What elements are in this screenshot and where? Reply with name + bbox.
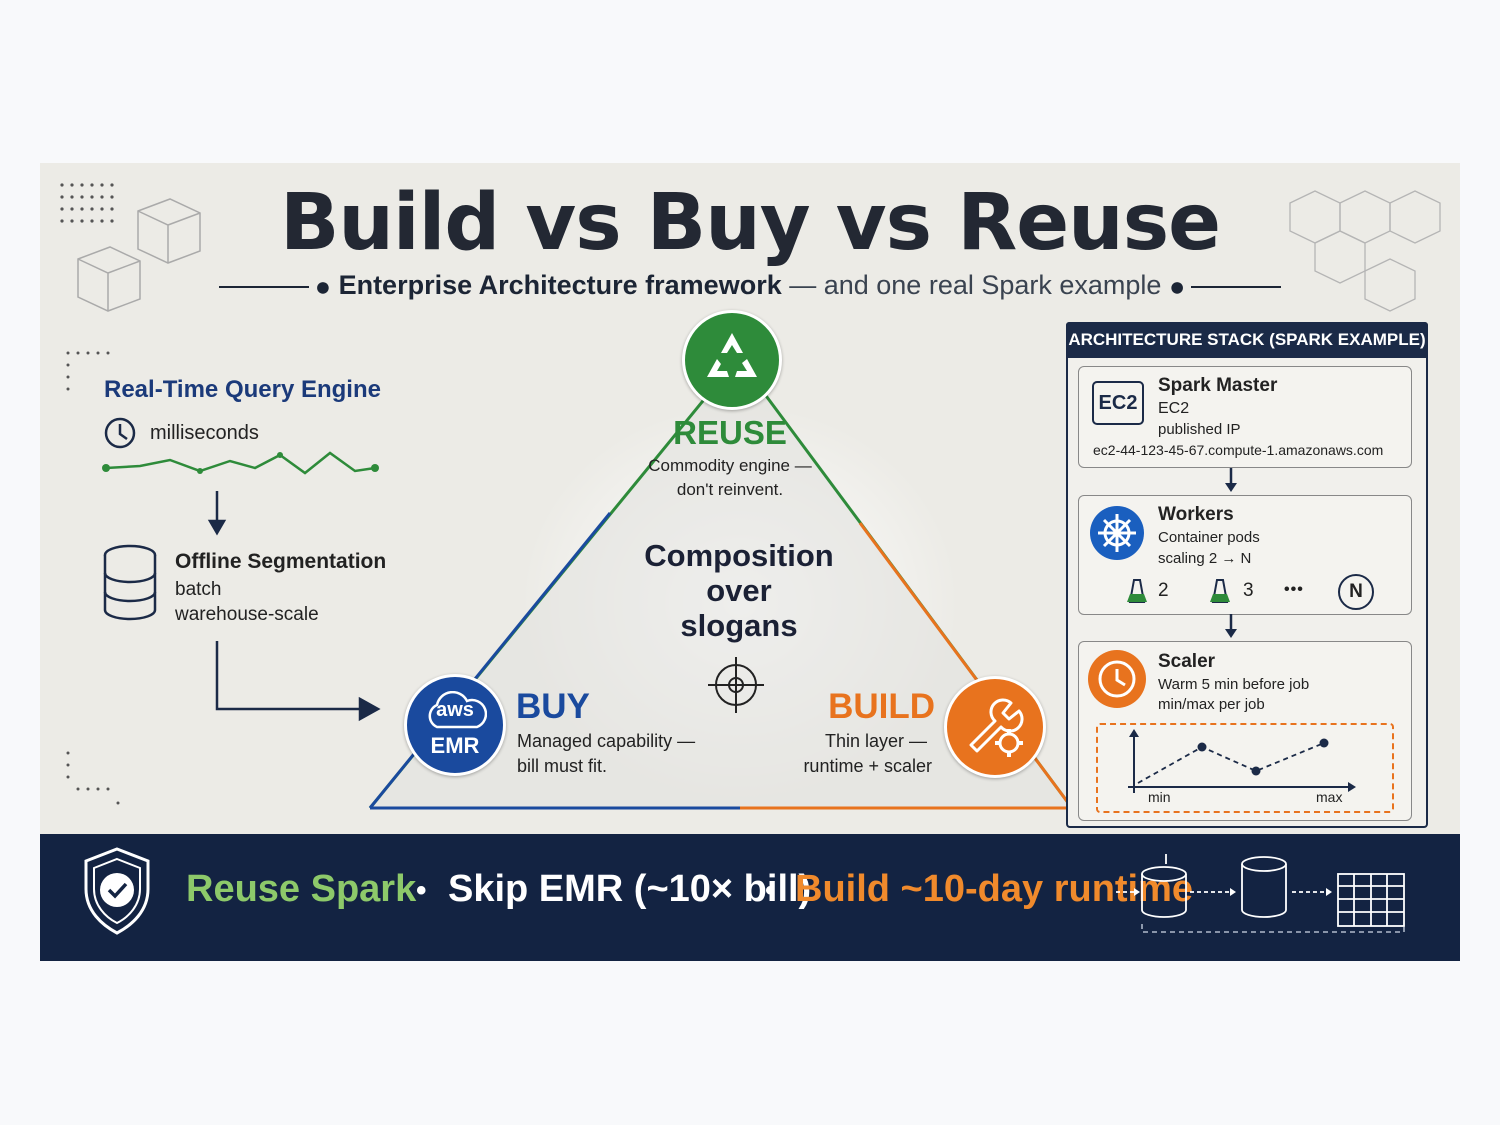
pod-icon: [1127, 579, 1147, 603]
summary-reuse: Reuse Spark: [186, 868, 417, 910]
offline-line2: warehouse-scale: [175, 604, 319, 625]
arrow-down-icon: [1225, 614, 1237, 638]
build-line2: runtime + scaler: [803, 756, 932, 776]
build-line1: Thin layer —: [824, 731, 927, 751]
aws-label: aws: [436, 699, 474, 721]
workers-line2: scaling 2 → N: [1158, 550, 1252, 567]
page-title: Build vs Buy vs Reuse: [279, 178, 1221, 268]
ec2-icon-label: EC2: [1098, 392, 1138, 414]
subtitle-light: — and one real Spark example: [781, 270, 1162, 300]
summary-separator: •: [416, 874, 427, 907]
architecture-stack-header: ARCHITECTURE STACK (SPARK EXAMPLE): [1066, 322, 1428, 358]
pod-count-2: 3: [1243, 580, 1254, 601]
cube-pattern-icon: [1289, 190, 1441, 312]
offline-line1: batch: [175, 579, 222, 600]
summary-skip: Skip EMR (~10× bill): [448, 868, 812, 910]
scaler-line2: min/max per job: [1158, 696, 1265, 713]
center-line3: slogans: [680, 608, 798, 643]
database-icon: [103, 544, 157, 621]
spark-master-host: ec2-44-123-45-67.compute-1.amazonaws.com: [1093, 442, 1384, 458]
dice-icon: [77, 198, 201, 312]
arrow-down-icon: [1225, 468, 1237, 492]
center-message: Composition over slogans: [610, 538, 868, 643]
pod-ellipsis: •••: [1284, 581, 1304, 598]
reuse-line1: Commodity engine —: [648, 456, 812, 475]
pod-count-1: 2: [1158, 580, 1169, 601]
realtime-title: Real-Time Query Engine: [104, 376, 381, 403]
cloud-icon: [428, 691, 487, 729]
page-subtitle: ● Enterprise Architecture framework — an…: [0, 270, 1500, 302]
realtime-value: milliseconds: [150, 422, 259, 444]
scaler-axis-min: min: [1148, 789, 1171, 805]
dot-grid-left: [66, 351, 120, 805]
buy-title: BUY: [516, 687, 590, 726]
target-icon: [708, 657, 764, 713]
flow-arrows: [207, 491, 381, 722]
dot-grid-top-left: [60, 183, 114, 223]
scaler-axis-max: max: [1316, 789, 1343, 805]
buy-line2: bill must fit.: [517, 756, 608, 776]
workers-title: Workers: [1158, 504, 1234, 525]
build-node: [944, 676, 1046, 778]
summary-bar: [40, 834, 1460, 961]
scaler-line1: Warm 5 min before job: [1158, 676, 1310, 693]
offline-title: Offline Segmentation: [175, 550, 387, 573]
spark-master-line1: EC2: [1158, 400, 1190, 417]
buy-line1: Managed capability —: [517, 731, 696, 751]
scaler-chart-frame: [1096, 723, 1394, 813]
latency-sparkline: [105, 451, 376, 475]
center-line2: over: [706, 573, 772, 608]
pipeline-icon: [1116, 854, 1405, 933]
shield-check-icon: [84, 847, 150, 935]
center-line1: Composition: [644, 538, 834, 573]
workers-line1: Container pods: [1158, 529, 1260, 546]
kubernetes-icon: [1090, 506, 1144, 560]
buy-node: aws EMR: [404, 674, 506, 776]
ec2-icon: EC2: [1092, 381, 1144, 425]
summary-separator: •: [765, 874, 776, 907]
build-title: BUILD: [828, 687, 935, 726]
spark-master-line2: published IP: [1158, 421, 1241, 438]
clock-icon: [104, 417, 136, 449]
scaler-mini-chart: [1128, 729, 1356, 793]
panel-decor: [60, 183, 1441, 810]
scaler-title: Scaler: [1158, 651, 1216, 672]
reuse-line2: don't reinvent.: [676, 480, 784, 499]
subtitle-bold: Enterprise Architecture framework: [338, 270, 782, 300]
reuse-title: REUSE: [673, 414, 787, 451]
recycle-arrows-icon: [707, 333, 757, 377]
wrench-gear-icon: [969, 698, 1024, 757]
spark-master-title: Spark Master: [1158, 375, 1278, 396]
pod-count-n: N: [1338, 574, 1374, 610]
pod-icon: [1210, 579, 1230, 603]
emr-label: EMR: [430, 733, 480, 758]
timer-icon: [1088, 650, 1146, 708]
spark-master-card: [1078, 366, 1412, 468]
summary-build: Build ~10-day runtime: [795, 868, 1194, 910]
reuse-node: [682, 310, 782, 410]
